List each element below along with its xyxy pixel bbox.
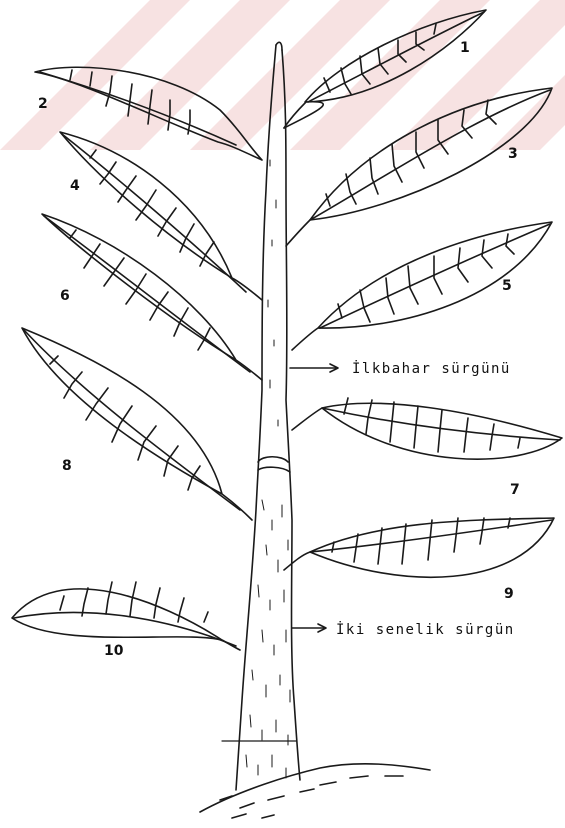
leaf-5 bbox=[292, 222, 552, 350]
leaf-number-2: 2 bbox=[38, 96, 48, 112]
leaf-number-8: 8 bbox=[62, 458, 72, 474]
leaf-8 bbox=[22, 328, 252, 520]
leaf-7 bbox=[292, 398, 562, 459]
ground bbox=[200, 764, 430, 818]
leaf-number-9: 9 bbox=[504, 586, 514, 602]
leaf-3 bbox=[286, 88, 552, 246]
leaf-1 bbox=[284, 10, 486, 128]
leaf-number-7: 7 bbox=[510, 482, 520, 498]
leaf-number-6: 6 bbox=[60, 288, 70, 304]
leaf-4 bbox=[60, 132, 262, 300]
leaf-number-1: 1 bbox=[460, 40, 470, 56]
leaf-number-labels: 1 2 3 4 5 6 7 8 9 10 bbox=[38, 40, 520, 659]
leaf-2 bbox=[35, 67, 262, 160]
leaf-number-3: 3 bbox=[508, 146, 518, 162]
leaf-number-4: 4 bbox=[70, 178, 80, 194]
leaf-number-10: 10 bbox=[104, 643, 124, 659]
spring-shoot-label: İlkbahar sürgünü bbox=[352, 359, 511, 377]
stem bbox=[222, 42, 300, 790]
biennial-shoot-label: İki senelik sürgün bbox=[336, 620, 515, 638]
leaf-6 bbox=[42, 214, 262, 380]
annotation-arrows bbox=[290, 364, 338, 632]
leaf-9 bbox=[284, 518, 554, 577]
leaf-number-5: 5 bbox=[502, 278, 512, 294]
leaf-10 bbox=[12, 582, 240, 650]
